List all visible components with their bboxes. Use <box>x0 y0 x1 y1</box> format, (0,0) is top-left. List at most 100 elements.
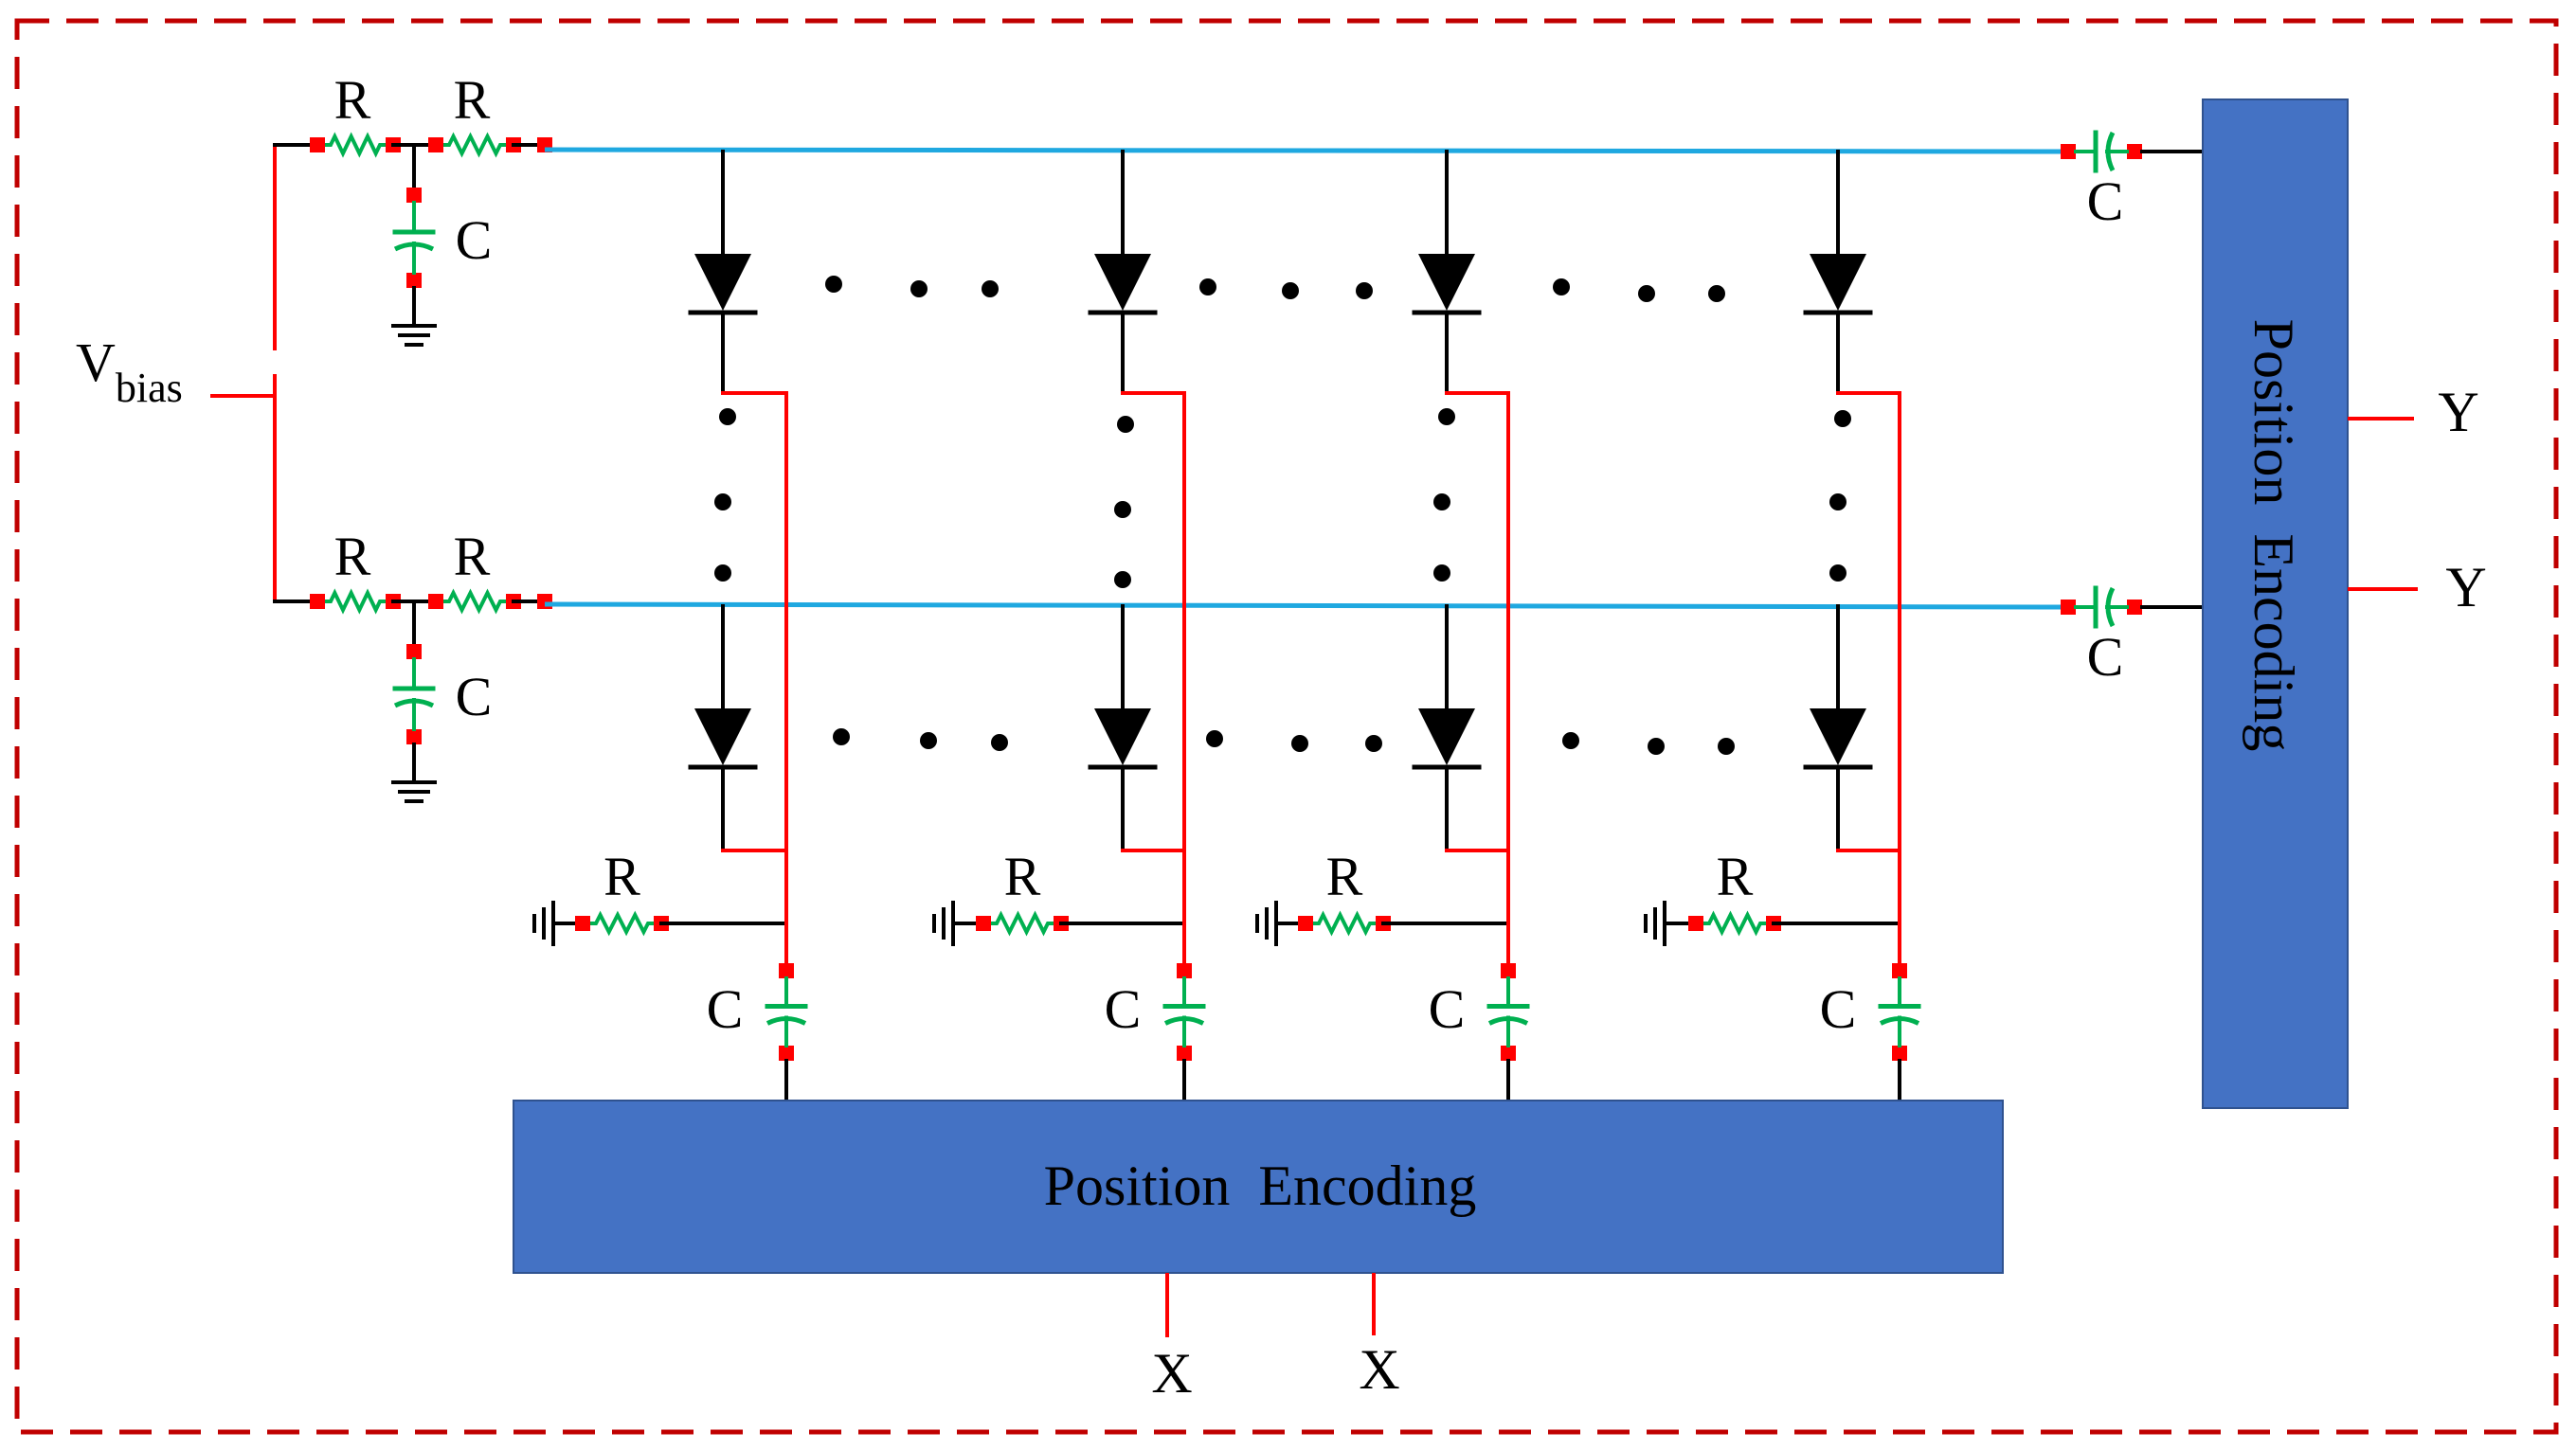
capacitor-plate <box>1163 1016 1205 1026</box>
x-output-label-1: X <box>1151 1342 1192 1405</box>
terminal-pad <box>779 963 794 978</box>
y-output-label-1: Y <box>2438 381 2478 443</box>
load-resistor-2 <box>976 910 1069 937</box>
ellipsis-dot <box>825 276 842 293</box>
capacitor-label: C <box>2087 170 2124 232</box>
resistor-label: R <box>603 846 640 907</box>
ellipsis-dot <box>1206 730 1223 747</box>
terminal-pad <box>1501 1046 1516 1061</box>
right-encoder-label: Position Encoding <box>2243 319 2305 752</box>
load-resistor-3 <box>1298 910 1391 937</box>
ellipsis-dot <box>1648 738 1665 755</box>
bottom-position-encoder: Position Encoding <box>513 1100 2004 1274</box>
ellipsis-dot <box>1553 278 1570 295</box>
resistor-label: R <box>334 69 371 131</box>
capacitor-plate <box>393 242 435 252</box>
capacitor-label: C <box>1820 978 1857 1040</box>
capacitor-bottom <box>392 644 436 744</box>
ground-symbol-bottom <box>391 743 437 803</box>
terminal-pad <box>1501 963 1516 978</box>
terminal-pad <box>1892 963 1907 978</box>
row-capacitor-top: C <box>2058 130 2205 232</box>
ellipsis-dot <box>1829 564 1846 582</box>
capacitor-label: C <box>2087 626 2124 688</box>
bottom-encoder-label: Position Encoding <box>1044 1155 1477 1217</box>
capacitor-label: C <box>1429 978 1466 1040</box>
pixel-column-2: RC <box>932 150 1206 1102</box>
pixel-column-3: RC <box>1255 150 1530 1102</box>
resistor-label: R <box>1717 846 1754 907</box>
resistor-zigzag <box>325 132 386 158</box>
resistor-label: R <box>454 526 491 587</box>
terminal-pad <box>575 916 590 931</box>
capacitor-plate <box>393 698 435 708</box>
column-capacitor-1 <box>765 963 808 1061</box>
resistor-r1-top <box>310 132 401 158</box>
ellipsis-dot <box>1114 501 1131 518</box>
resistor-zigzag <box>443 588 506 615</box>
terminal-pad <box>779 1046 794 1061</box>
ellipsis-dot <box>714 564 731 582</box>
capacitor-label: C <box>456 666 493 727</box>
column-capacitor-2 <box>1162 963 1206 1061</box>
y-outputs: Y Y <box>2348 381 2487 618</box>
diode-triangle <box>1418 708 1475 765</box>
ellipsis-dot <box>920 732 937 749</box>
diode-triangle <box>694 254 751 311</box>
ellipsis-dot <box>1829 493 1846 510</box>
diode-bottom-4 <box>1803 708 1873 770</box>
resistor-zigzag <box>590 910 654 937</box>
terminal-pad <box>1892 1046 1907 1061</box>
diode-triangle <box>1810 254 1866 311</box>
x-outputs: X X <box>1151 1273 1400 1405</box>
capacitor-plate <box>1487 1016 1529 1026</box>
ellipsis-dot <box>1114 571 1131 588</box>
diode-triangle <box>694 708 751 765</box>
x-output-label-2: X <box>1359 1338 1399 1401</box>
pixel-column-4: RC <box>1644 150 1921 1102</box>
resistor-label: R <box>334 526 371 587</box>
terminal-pad <box>428 137 443 152</box>
ground-symbol-top <box>391 286 437 347</box>
diode-bottom-1 <box>688 708 758 770</box>
diode-bottom-2 <box>1088 708 1158 770</box>
capacitor-label: C <box>707 978 744 1040</box>
resistor-zigzag <box>325 588 386 615</box>
capacitor-top <box>392 188 436 288</box>
terminal-pad <box>976 916 991 931</box>
terminal-pad <box>1177 963 1192 978</box>
diode-top-2 <box>1088 254 1158 315</box>
diode-triangle <box>1810 708 1866 765</box>
terminal-pad <box>2061 144 2076 159</box>
ellipsis-dot <box>1834 410 1851 427</box>
terminal-pad <box>2127 144 2142 159</box>
ellipsis-dot <box>1433 564 1450 582</box>
capacitor-top <box>2061 130 2142 173</box>
ellipsis-dot <box>1356 282 1373 299</box>
diode-top-3 <box>1412 254 1482 315</box>
diode-top-4 <box>1803 254 1873 315</box>
ellipsis-dots <box>714 276 1851 755</box>
vbias-feed: Vbias <box>76 143 317 603</box>
vbias-label: Vbias <box>76 331 183 411</box>
ellipsis-dot <box>1718 738 1735 755</box>
resistor-zigzag <box>991 910 1054 937</box>
capacitor-plate <box>2105 131 2116 172</box>
resistor-zigzag <box>1703 910 1766 937</box>
ellipsis-dot <box>910 280 928 297</box>
ellipsis-dot <box>1291 735 1308 752</box>
resistor-r2-top <box>428 132 521 158</box>
ellipsis-dot <box>1438 408 1455 425</box>
load-resistor-1 <box>575 910 669 937</box>
terminal-pad <box>406 273 422 288</box>
diode-triangle <box>1094 254 1151 311</box>
capacitor-plate <box>1879 1016 1920 1026</box>
pixel-column-1: RC <box>532 150 808 1102</box>
ellipsis-dot <box>1638 285 1655 302</box>
column-capacitor-4 <box>1878 963 1921 1061</box>
ellipsis-dot <box>1708 285 1725 302</box>
ellipsis-dot <box>991 734 1008 751</box>
